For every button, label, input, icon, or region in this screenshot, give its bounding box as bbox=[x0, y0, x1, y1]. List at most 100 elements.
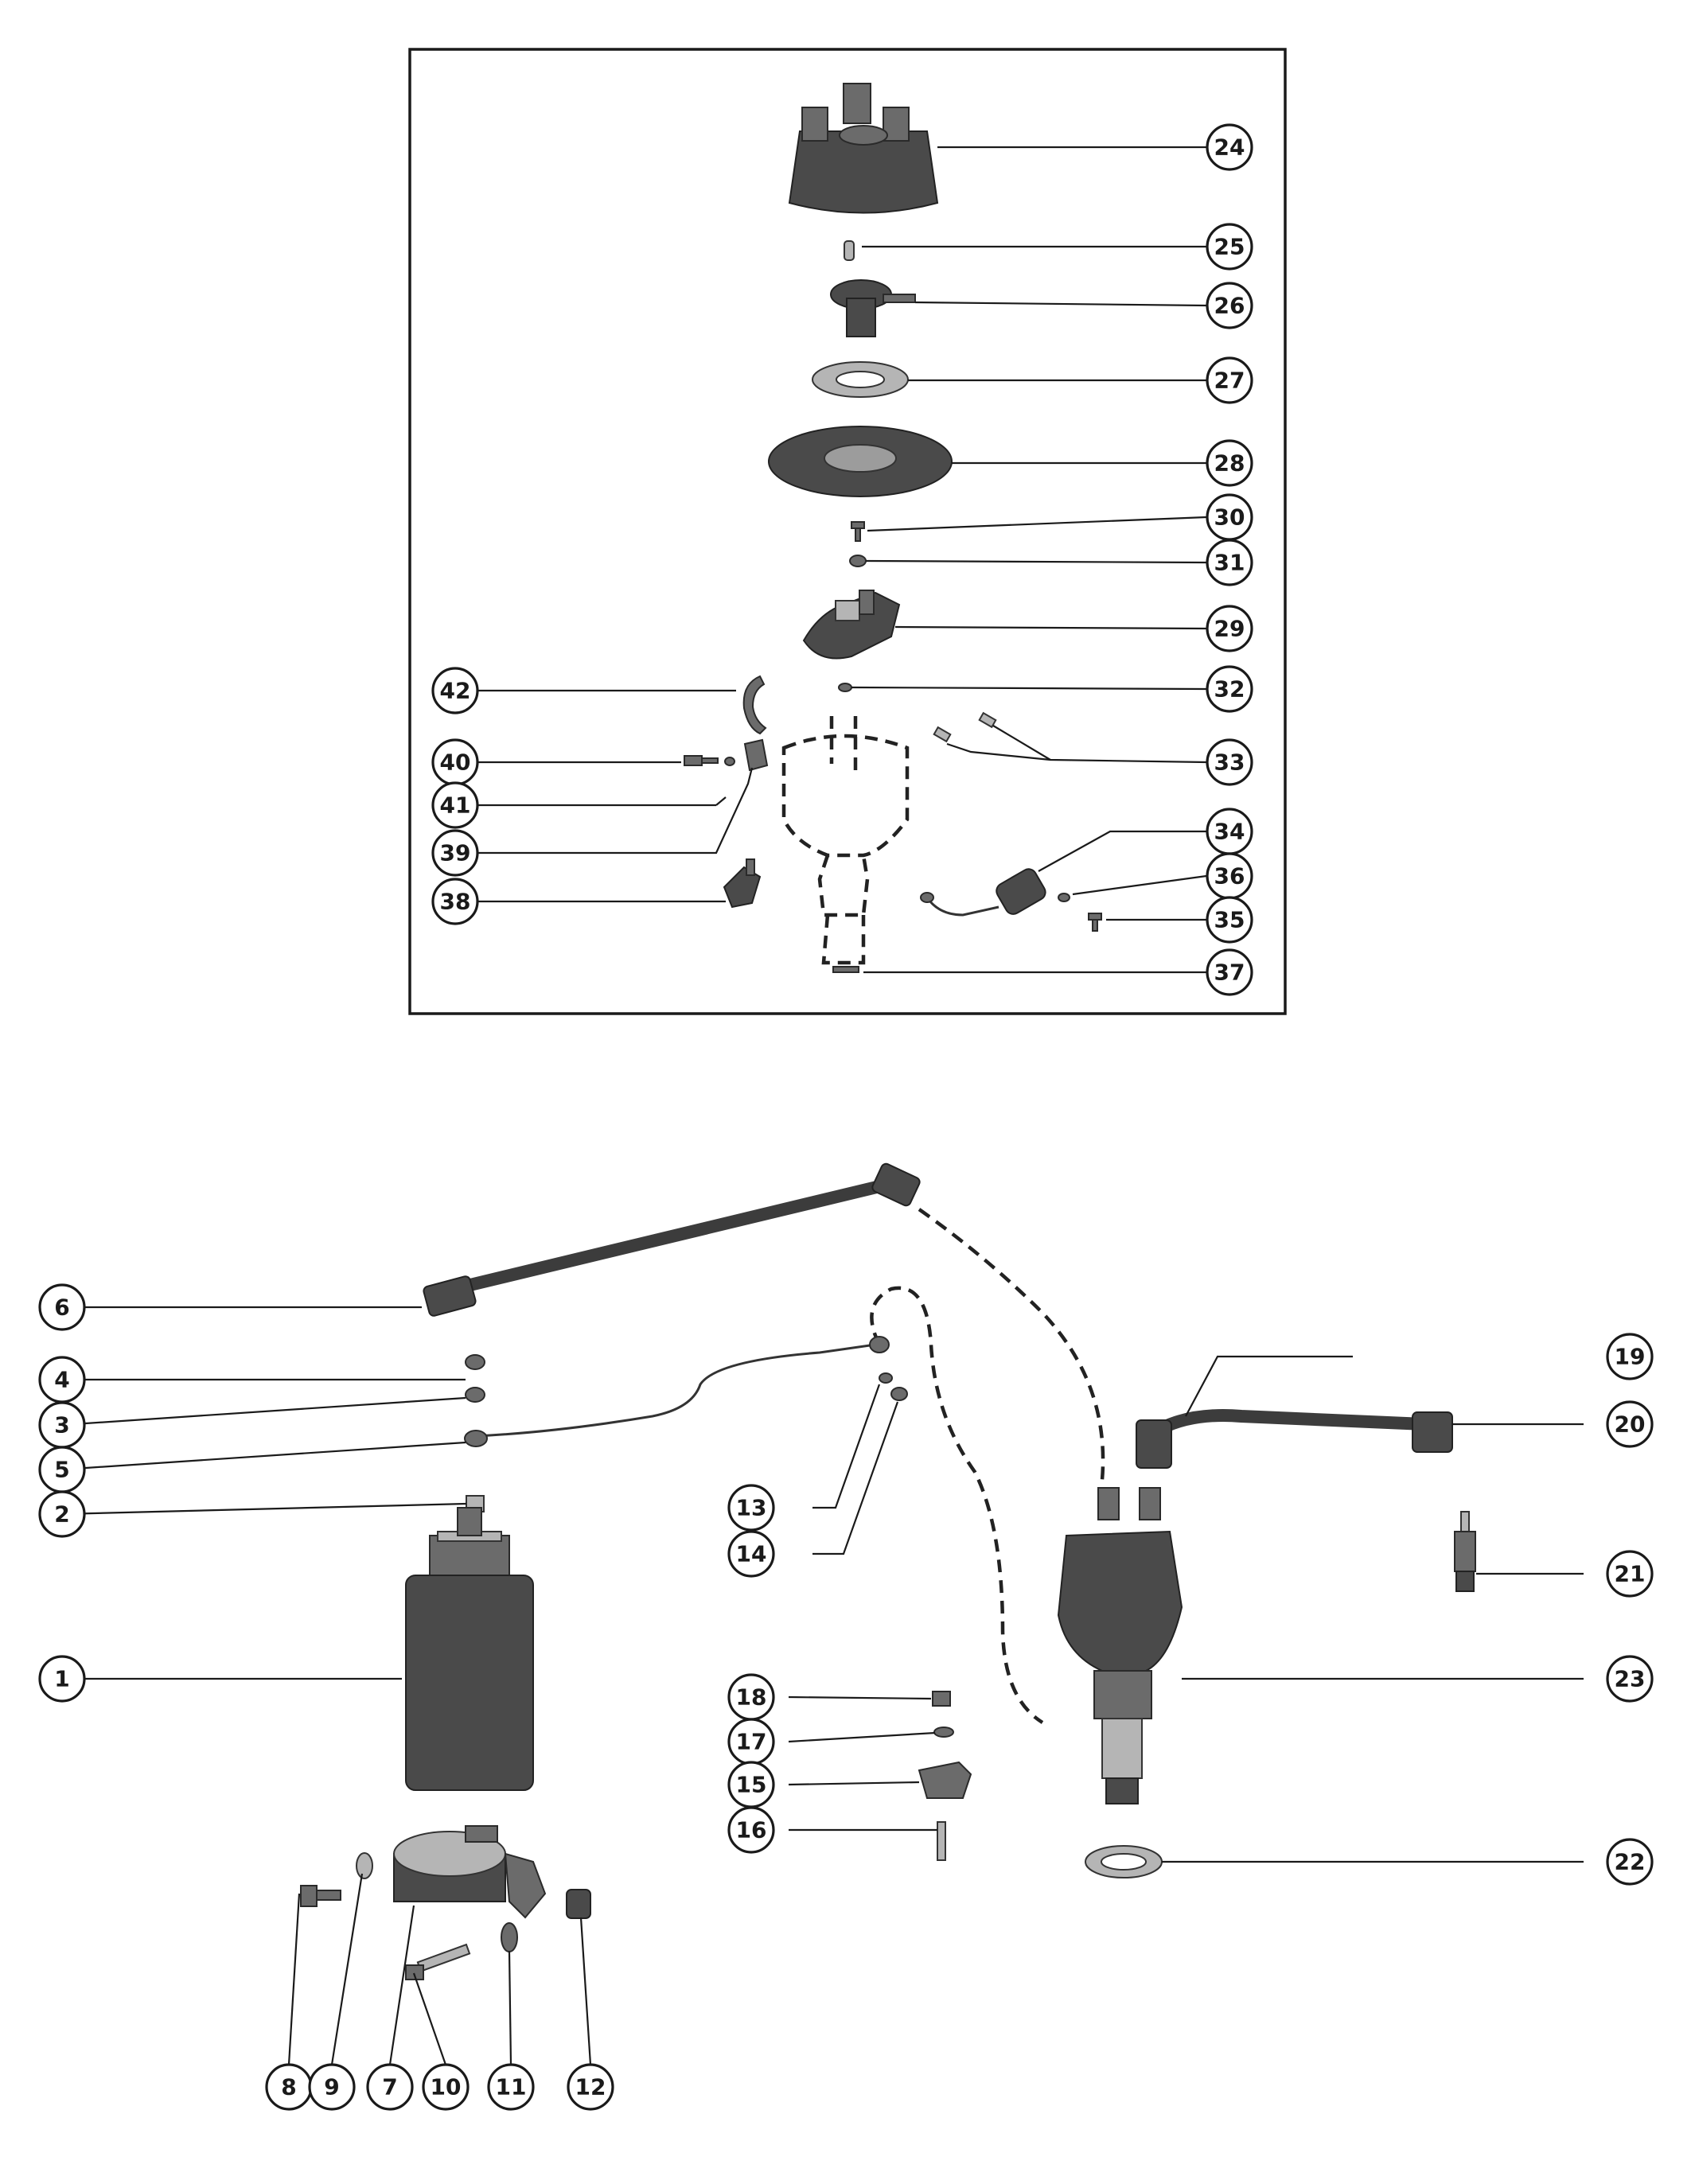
svg-text:16: 16 bbox=[736, 1817, 767, 1843]
callout-5: 5 bbox=[38, 1446, 86, 1493]
svg-text:29: 29 bbox=[1214, 616, 1245, 642]
nut-12-part bbox=[566, 1889, 591, 1919]
washer-9-part bbox=[356, 1852, 373, 1879]
svg-text:1: 1 bbox=[54, 1666, 69, 1692]
callout-16: 16 bbox=[727, 1806, 775, 1854]
svg-text:40: 40 bbox=[440, 749, 471, 776]
callout-25: 25 bbox=[1206, 223, 1253, 271]
callout-2: 2 bbox=[38, 1490, 86, 1538]
washer-13-part bbox=[879, 1372, 893, 1384]
callout-26: 26 bbox=[1206, 282, 1253, 329]
callout-21: 21 bbox=[1606, 1550, 1654, 1598]
nut-4-part bbox=[465, 1354, 485, 1370]
svg-text:42: 42 bbox=[440, 678, 471, 704]
washer-36-part bbox=[1058, 893, 1070, 902]
callout-36: 36 bbox=[1206, 852, 1253, 900]
callout-3: 3 bbox=[38, 1401, 86, 1449]
rotor-part bbox=[830, 279, 916, 337]
nut-14-part bbox=[890, 1387, 908, 1401]
callout-23: 23 bbox=[1606, 1655, 1654, 1703]
svg-text:35: 35 bbox=[1214, 907, 1245, 933]
secondary-lead-part bbox=[1136, 1409, 1453, 1469]
callout-29: 29 bbox=[1206, 605, 1253, 652]
dust-shield-part bbox=[768, 426, 953, 497]
callout-7: 7 bbox=[366, 2063, 414, 2111]
bolt-10-part bbox=[405, 1943, 471, 1980]
svg-text:9: 9 bbox=[324, 2074, 339, 2100]
svg-text:24: 24 bbox=[1214, 134, 1245, 161]
svg-text:38: 38 bbox=[440, 889, 471, 915]
svg-text:17: 17 bbox=[736, 1729, 767, 1755]
washer-17-part bbox=[933, 1727, 954, 1738]
clip-42-part bbox=[742, 675, 767, 735]
svg-text:7: 7 bbox=[382, 2074, 397, 2100]
coil-wire-path bbox=[918, 1208, 1105, 1481]
primary-wire-path bbox=[870, 1286, 1044, 1724]
screw-35-part bbox=[1088, 913, 1102, 932]
pin-16-part bbox=[937, 1821, 946, 1861]
terminal-pins-part bbox=[933, 711, 997, 743]
spark-plug-part bbox=[1454, 1511, 1476, 1592]
svg-text:25: 25 bbox=[1214, 234, 1245, 260]
callout-40: 40 bbox=[431, 738, 479, 786]
svg-text:39: 39 bbox=[440, 840, 471, 866]
callout-1: 1 bbox=[38, 1655, 86, 1703]
svg-text:30: 30 bbox=[1214, 504, 1245, 531]
carbon-brush-part bbox=[844, 240, 855, 261]
svg-text:32: 32 bbox=[1214, 676, 1245, 703]
callout-4: 4 bbox=[38, 1356, 86, 1403]
callout-34: 34 bbox=[1206, 808, 1253, 855]
svg-text:11: 11 bbox=[496, 2074, 527, 2100]
callout-13: 13 bbox=[727, 1484, 775, 1532]
callout-15: 15 bbox=[727, 1761, 775, 1808]
washer-32-part bbox=[838, 683, 852, 692]
callout-14: 14 bbox=[727, 1530, 775, 1578]
svg-text:13: 13 bbox=[736, 1495, 767, 1521]
callout-8: 8 bbox=[265, 2063, 313, 2111]
clip-15-part bbox=[918, 1761, 972, 1799]
vacuum-fitting-part bbox=[723, 858, 762, 909]
svg-text:3: 3 bbox=[54, 1412, 69, 1438]
callout-19: 19 bbox=[1606, 1333, 1654, 1380]
distributor-assembly-part bbox=[1057, 1487, 1183, 1804]
svg-text:15: 15 bbox=[736, 1772, 767, 1798]
ignition-coil-part bbox=[405, 1507, 534, 1791]
screw-30-part bbox=[851, 521, 865, 542]
svg-text:5: 5 bbox=[54, 1457, 69, 1483]
nut-18-part bbox=[932, 1691, 951, 1707]
svg-text:34: 34 bbox=[1214, 819, 1245, 845]
distributor-body-outline bbox=[781, 716, 910, 965]
svg-text:37: 37 bbox=[1214, 960, 1245, 986]
svg-text:12: 12 bbox=[575, 2074, 606, 2100]
svg-text:2: 2 bbox=[54, 1501, 69, 1528]
callout-27: 27 bbox=[1206, 356, 1253, 404]
callout-32: 32 bbox=[1206, 665, 1253, 713]
screw-8-part bbox=[300, 1885, 341, 1907]
callout-24: 24 bbox=[1206, 123, 1253, 171]
gasket-part bbox=[1085, 1845, 1163, 1878]
lockwasher-31-part bbox=[849, 555, 867, 567]
washer-3-part bbox=[465, 1387, 485, 1403]
callout-30: 30 bbox=[1206, 493, 1253, 541]
svg-text:14: 14 bbox=[736, 1541, 767, 1567]
svg-text:28: 28 bbox=[1214, 450, 1245, 477]
callout-28: 28 bbox=[1206, 439, 1253, 487]
callout-39: 39 bbox=[431, 829, 479, 877]
callout-41: 41 bbox=[431, 781, 479, 829]
svg-text:21: 21 bbox=[1615, 1561, 1646, 1587]
bracket-39-part bbox=[743, 738, 769, 772]
washer-11-part bbox=[501, 1922, 518, 1952]
callout-6: 6 bbox=[38, 1283, 86, 1331]
lower-leader-lines bbox=[61, 1306, 1584, 2065]
callout-22: 22 bbox=[1606, 1838, 1654, 1886]
distributor-inset-frame bbox=[408, 48, 1287, 1015]
svg-text:41: 41 bbox=[440, 792, 471, 819]
condenser-part bbox=[920, 868, 1046, 917]
washer-part bbox=[812, 361, 909, 398]
svg-text:18: 18 bbox=[736, 1684, 767, 1711]
svg-text:33: 33 bbox=[1214, 749, 1245, 776]
svg-text:31: 31 bbox=[1214, 550, 1245, 576]
callout-37: 37 bbox=[1206, 948, 1253, 996]
coil-bracket-part bbox=[393, 1825, 547, 1919]
